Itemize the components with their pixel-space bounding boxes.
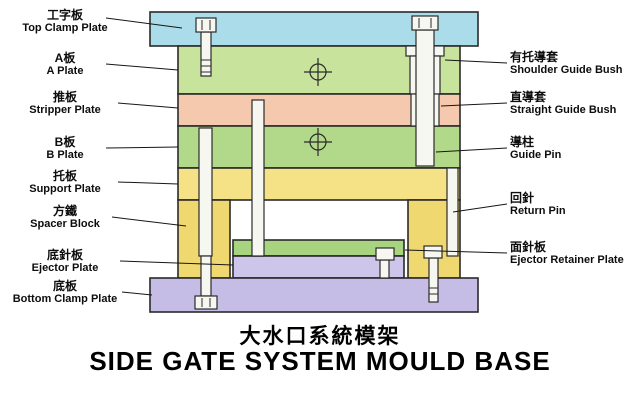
label-zh: 直導套: [510, 90, 547, 104]
label-zh: 托板: [52, 169, 77, 183]
screw-thread-lines: [429, 287, 438, 295]
guide-pin-head-socket-lines: [418, 18, 432, 28]
label-en: B Plate: [46, 149, 84, 161]
leader-straight-guide-bush: [440, 102, 508, 107]
guide-pin-head: [411, 15, 439, 31]
cap-screw-bottom-right: [423, 245, 443, 303]
label-en: A Plate: [46, 65, 84, 77]
label-en: Shoulder Guide Bush: [510, 64, 623, 76]
label-b-plate: B板 B Plate: [2, 135, 128, 162]
leader-top-clamp-plate: [105, 17, 183, 29]
leader-bottom-clamp-plate: [121, 291, 153, 296]
label-en: Guide Pin: [510, 149, 562, 161]
label-support-plate: 托板 Support Plate: [2, 169, 128, 196]
leader-ejector-retainer-plate: [404, 249, 508, 254]
label-zh: 有托導套: [510, 50, 559, 64]
cap-screw-bottom-left: [194, 255, 218, 310]
label-stripper-plate: 推板 Stripper Plate: [2, 90, 128, 117]
label-zh: 導柱: [510, 135, 535, 149]
label-en: Ejector Retainer Plate: [510, 254, 624, 266]
cap-screw-ejector-plate: [375, 247, 395, 279]
label-en: Ejector Plate: [31, 262, 99, 274]
label-bottom-clamp-plate: 底板 Bottom Clamp Plate: [2, 279, 128, 306]
label-zh: A板: [54, 51, 76, 65]
label-en: Stripper Plate: [29, 104, 101, 116]
label-en: Spacer Block: [30, 218, 100, 230]
leader-ejector-plate: [119, 260, 234, 266]
label-shoulder-guide-bush: 有托導套 Shoulder Guide Bush: [510, 50, 622, 77]
diagram-title-chinese: 大水口系統模架: [239, 325, 401, 348]
label-ejector-retainer-plate: 面針板 Ejector Retainer Plate: [510, 240, 624, 267]
label-zh: 推板: [52, 90, 77, 104]
return-pin-left-shape: [198, 127, 213, 257]
label-zh: 回針: [510, 191, 535, 205]
label-return-pin: 回針 Return Pin: [510, 191, 566, 218]
screw-hole-marker-top: [304, 58, 332, 86]
label-guide-pin: 導柱 Guide Pin: [510, 135, 561, 162]
label-spacer-block: 方鐵 Spacer Block: [2, 204, 128, 231]
label-zh: 底針板: [46, 248, 83, 262]
leader-stripper-plate: [117, 102, 179, 109]
label-zh: 面針板: [510, 240, 547, 254]
label-en: Return Pin: [510, 205, 566, 217]
leader-shoulder-guide-bush: [444, 59, 508, 64]
label-en: Straight Guide Bush: [510, 104, 617, 116]
label-zh: 底板: [52, 279, 77, 293]
support-plate-shape: [177, 167, 461, 201]
return-pin-right-shape: [446, 167, 459, 257]
center-ejector-pin-shape: [251, 99, 265, 257]
leader-spacer-block: [111, 216, 187, 227]
label-top-clamp-plate: 工字板 Top Clamp Plate: [2, 8, 128, 35]
guide-pin-body: [415, 29, 435, 167]
screw-socket-lines: [201, 20, 211, 73]
label-en: Top Clamp Plate: [22, 22, 108, 34]
leader-support-plate: [117, 181, 179, 185]
leader-guide-pin: [435, 147, 508, 153]
leader-b-plate: [105, 146, 179, 149]
leader-a-plate: [105, 63, 179, 71]
guide-pin-assembly: [405, 15, 445, 167]
leader-return-pin: [452, 203, 508, 213]
label-zh: 工字板: [46, 8, 83, 22]
screw-socket-lines: [201, 298, 211, 307]
label-a-plate: A板 A Plate: [2, 51, 128, 78]
screw-hole-marker-bottom: [304, 128, 332, 156]
diagram-title-english: SIDE GATE SYSTEM MOULD BASE: [89, 346, 551, 376]
label-zh: B板: [54, 135, 76, 149]
b-plate-shape: [177, 125, 461, 169]
label-zh: 方鐵: [52, 204, 77, 218]
label-en: Bottom Clamp Plate: [12, 293, 118, 305]
label-ejector-plate: 底針板 Ejector Plate: [2, 248, 128, 275]
cap-screw-top-left: [195, 17, 217, 77]
label-straight-guide-bush: 直導套 Straight Guide Bush: [510, 90, 616, 117]
label-en: Support Plate: [29, 183, 101, 195]
